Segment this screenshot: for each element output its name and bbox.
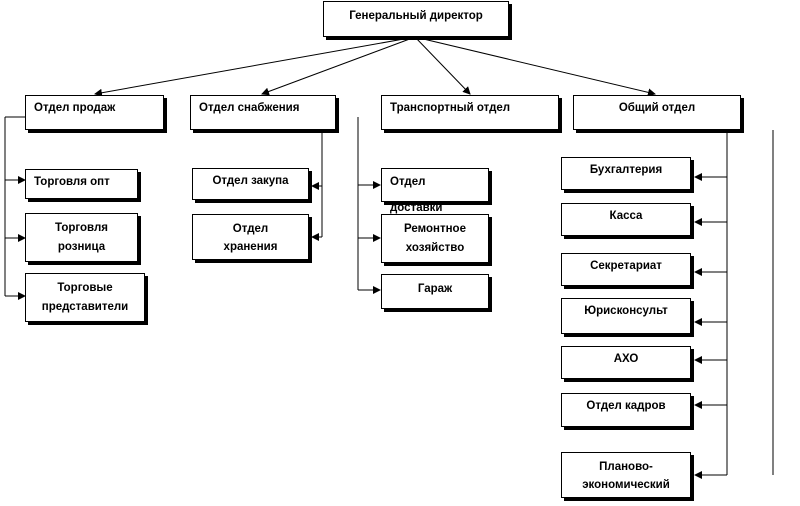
node-hr: Отдел кадров xyxy=(561,393,691,427)
edge-director-supply xyxy=(261,36,416,96)
node-planning: Планово- экономический xyxy=(561,452,691,498)
node-purchase: Отдел закупа xyxy=(192,168,309,200)
node-transport: Транспортный отдел xyxy=(381,95,559,130)
node-retail: Торговля розница xyxy=(25,213,138,262)
edge-director-transport xyxy=(414,36,471,95)
node-secretariat: Секретариат xyxy=(561,253,691,286)
node-aho: АХО xyxy=(561,346,691,379)
node-cashdesk: Касса xyxy=(561,203,691,236)
node-storage: Отдел хранения xyxy=(192,214,309,260)
node-reps: Торговые представители xyxy=(25,273,145,322)
edge-director-sales xyxy=(94,36,416,97)
node-wholesale: Торговля опт xyxy=(25,169,138,199)
node-sales: Отдел продаж xyxy=(25,95,164,130)
node-general: Общий отдел xyxy=(573,95,741,130)
node-legal: Юрисконсульт xyxy=(561,298,691,334)
node-accounting: Бухгалтерия xyxy=(561,157,691,190)
node-delivery: Отдел доставки xyxy=(381,168,489,214)
node-garage: Гараж xyxy=(381,274,489,309)
node-repair: Ремонтное хозяйство xyxy=(381,214,489,263)
edge-director-general xyxy=(414,36,656,97)
node-director: Генеральный директор xyxy=(323,1,509,37)
node-supply: Отдел снабжения xyxy=(190,95,336,130)
